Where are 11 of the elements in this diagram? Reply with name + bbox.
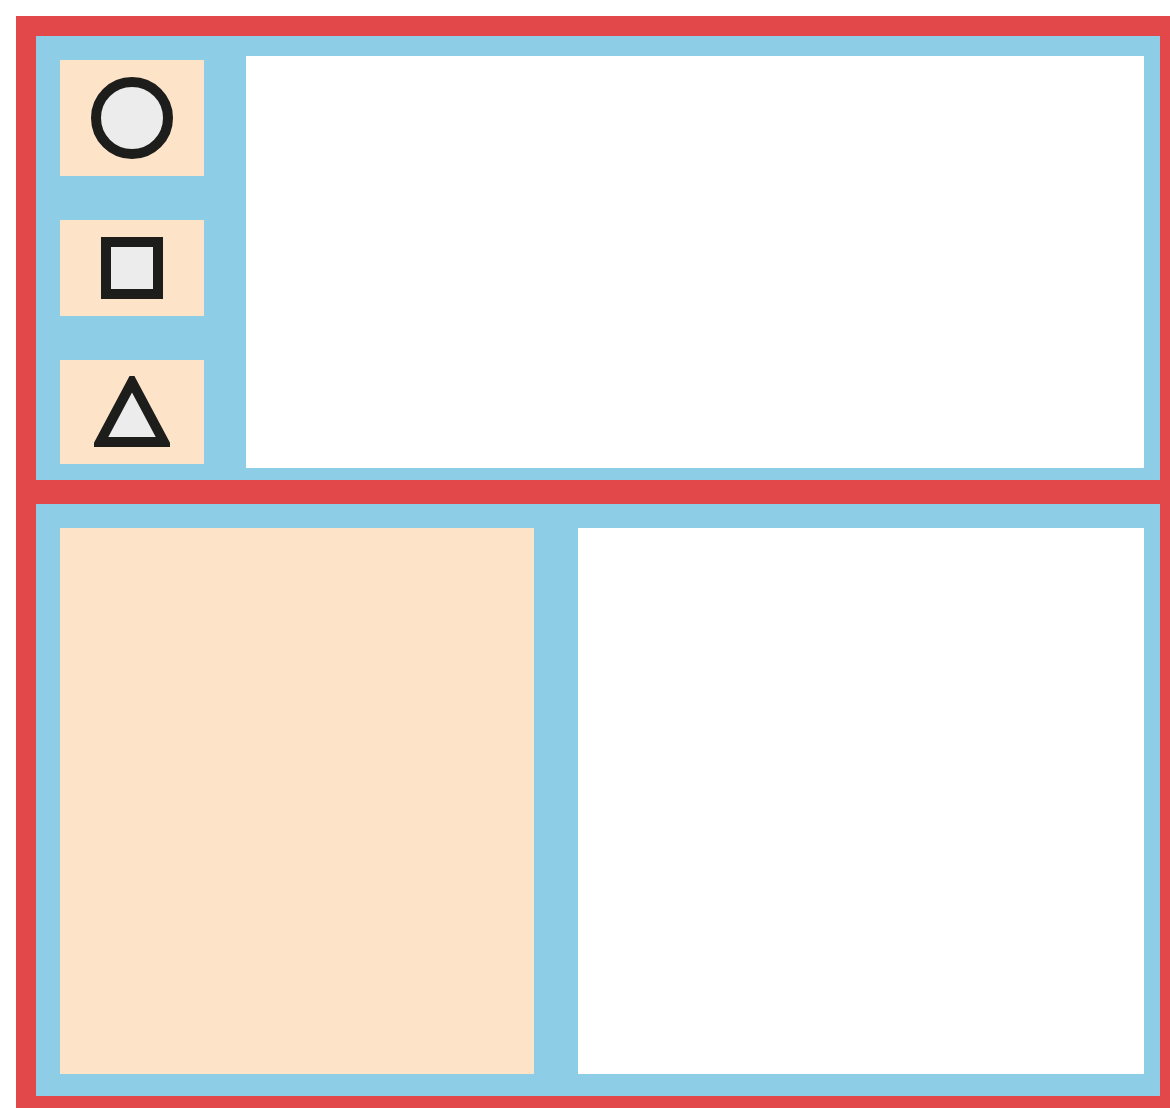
content-area: [578, 528, 1144, 1074]
square-icon: [100, 236, 164, 300]
content-area: [60, 528, 534, 1074]
circle-icon: [90, 76, 174, 160]
panel: [36, 504, 1160, 1096]
panel: [36, 36, 1160, 480]
content-area: [246, 56, 1144, 468]
icon-tile: [60, 60, 204, 176]
triangle-icon: [94, 376, 170, 448]
icon-tile: [60, 220, 204, 316]
icon-tile: [60, 360, 204, 464]
